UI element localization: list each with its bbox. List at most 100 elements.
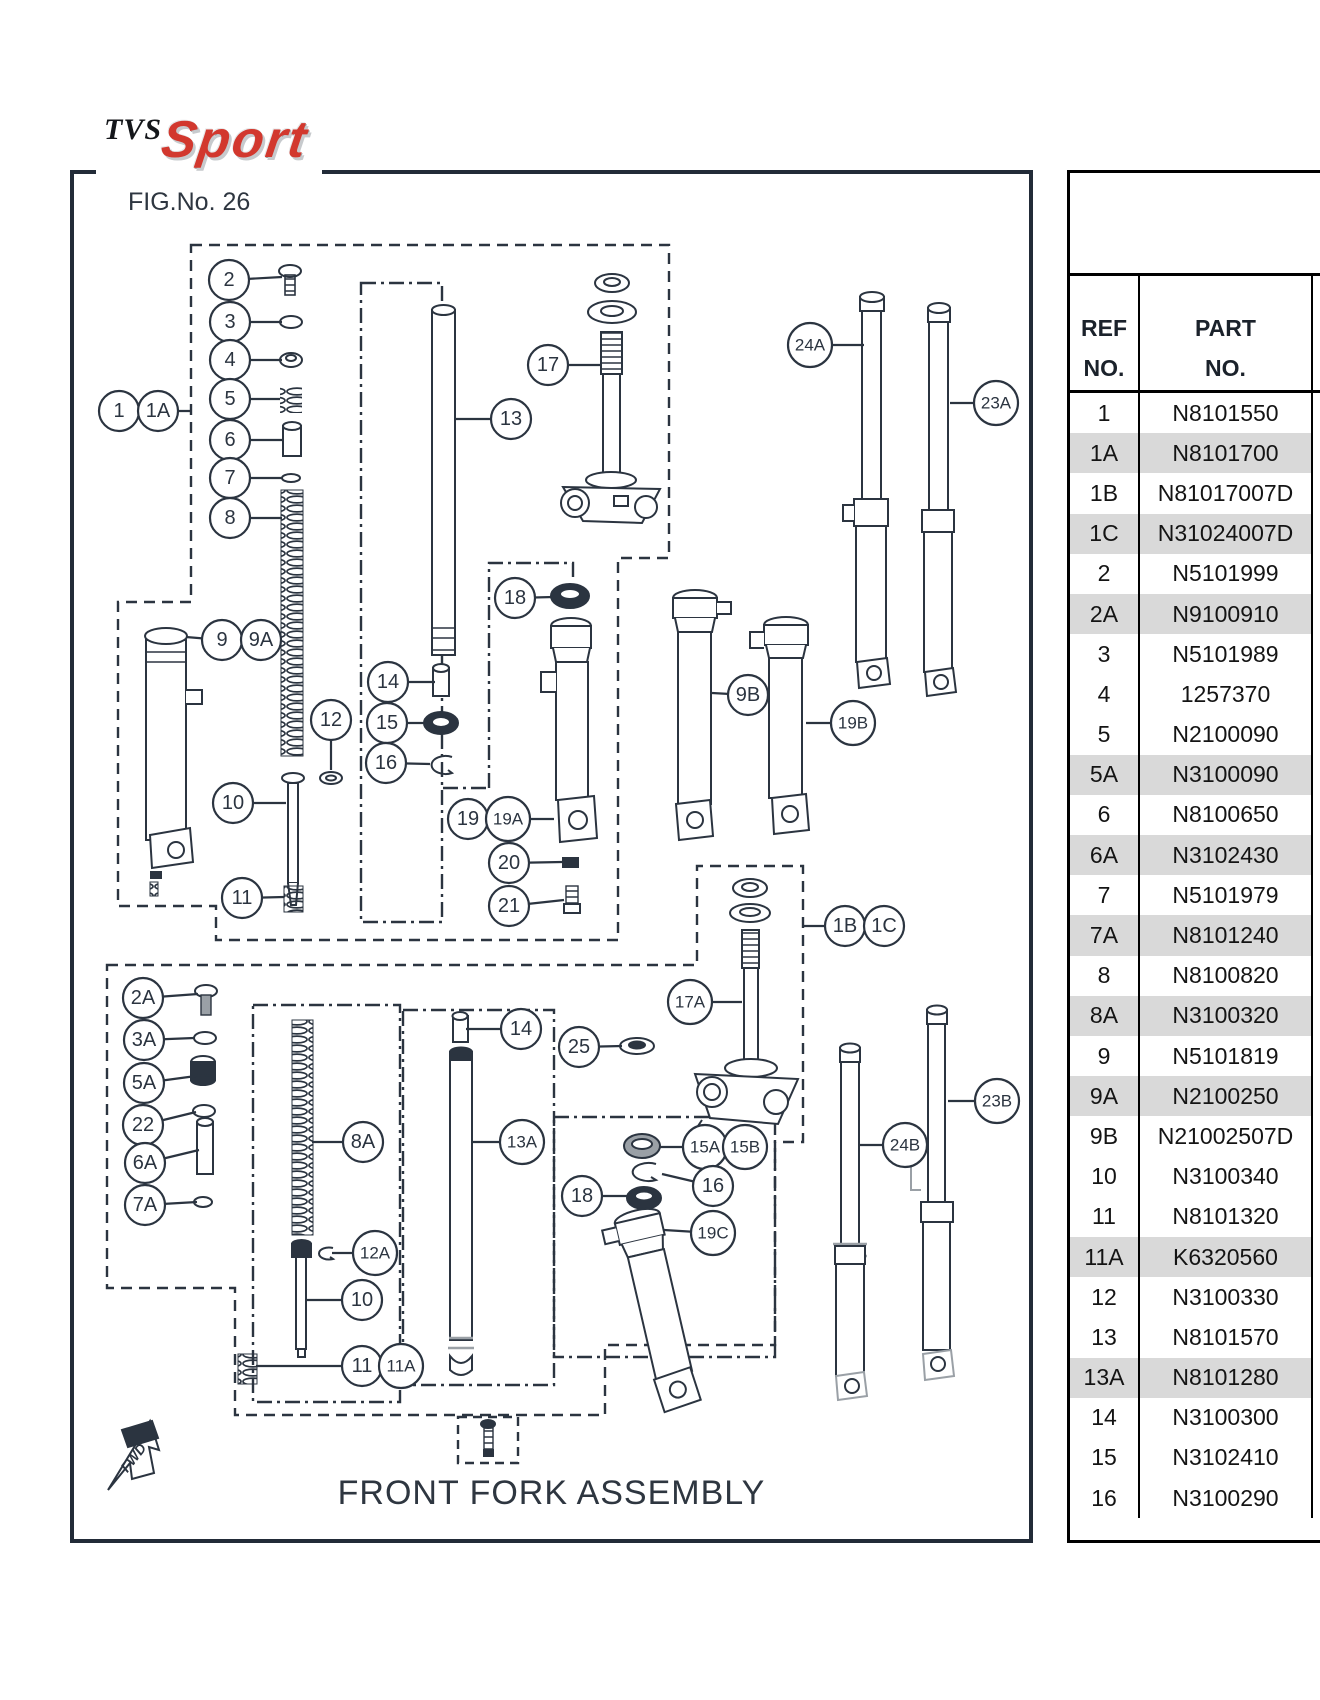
callout-circle: [220, 876, 264, 920]
callout-circle: [487, 841, 531, 885]
stub-cell: [1313, 1237, 1320, 1277]
part-washer-12: [319, 771, 343, 785]
ref-no-cell: 11A: [1070, 1236, 1140, 1278]
part-main-spring-8a: [291, 1019, 314, 1236]
callout-label: 15: [376, 712, 398, 734]
callout-label: 22: [132, 1114, 154, 1136]
part-bush-14: [432, 663, 450, 697]
callout-label: 15B: [730, 1138, 760, 1157]
part-bush-6a: [196, 1117, 214, 1175]
part-outer-tube-19c: [600, 1207, 702, 1414]
callout-label: 24A: [795, 336, 826, 355]
callout-label: 6A: [133, 1152, 158, 1174]
header-part-no: PART NO.: [1140, 276, 1313, 390]
header-stub-column: [1313, 276, 1320, 390]
callout-label: 6: [224, 429, 235, 451]
callout-label: 7: [224, 467, 235, 489]
part-no-cell: N2100090: [1140, 714, 1313, 755]
part-clip-16-lower: [631, 1162, 659, 1182]
callout-circle: [862, 904, 906, 948]
ref-no-cell: 14: [1070, 1397, 1140, 1438]
callout-14: 14: [366, 660, 435, 704]
parts-artwork: FWD: [107, 264, 958, 1491]
part-clip-16: [430, 755, 455, 775]
callout-circle: [136, 389, 180, 433]
part-washer-22: [192, 1104, 216, 1118]
diagram-frame: [70, 170, 1033, 1543]
part-no-cell: N8101280: [1140, 1357, 1313, 1398]
ref-no-cell: 6: [1070, 794, 1140, 836]
stub-cell: [1313, 1157, 1320, 1197]
ref-no-cell: 1C: [1070, 513, 1140, 554]
stub-cell: [1313, 1036, 1320, 1076]
part-no-cell: N3100300: [1140, 1397, 1313, 1438]
part-spring-seat-11-lower: [237, 1353, 258, 1385]
callout-circle: [340, 1278, 384, 1322]
part-no-cell: N5101819: [1140, 1036, 1313, 1077]
callout-label: 16: [702, 1175, 724, 1197]
part-no-cell: 1257370: [1140, 674, 1313, 715]
stub-cell: [1313, 1398, 1320, 1438]
part-bolt-2a: [194, 984, 218, 1016]
part-damper-rod-10-lower: [291, 1239, 312, 1358]
callout-5: 5: [208, 377, 280, 421]
callout-label: 23A: [981, 394, 1012, 413]
callout-label: 4: [224, 349, 235, 371]
callout-15a: 15A: [660, 1123, 729, 1171]
part-outer-tube-19b: [749, 616, 811, 836]
callout-12: 12: [309, 698, 353, 770]
part-no-cell: N8101240: [1140, 915, 1313, 956]
callout-label: 2A: [131, 987, 156, 1009]
callout-circle: [208, 496, 252, 540]
callout-label: 1A: [146, 400, 171, 422]
dashdot-box-tube-13a: [401, 1008, 556, 1387]
ref-no-cell: 8: [1070, 955, 1140, 996]
part-main-spring-8: [280, 489, 304, 757]
ref-no-cell: 1B: [1070, 473, 1140, 514]
stub-cell: [1313, 956, 1320, 996]
callout-label: 11A: [387, 1357, 417, 1376]
callout-circle: [364, 741, 408, 785]
stub-cell: [1313, 514, 1320, 554]
callout-12a: 12A: [332, 1229, 399, 1277]
callout-21: 21: [487, 884, 565, 928]
ref-no-cell: 10: [1070, 1156, 1140, 1197]
part-no-cell: N8101570: [1140, 1317, 1313, 1358]
callout-1b: 1B: [804, 904, 867, 948]
stub-cell: [1313, 755, 1320, 795]
callout-circle: [351, 1229, 399, 1277]
callout-circle: [487, 884, 531, 928]
callout-circle: [557, 1025, 601, 1069]
callout-label: 5: [224, 388, 235, 410]
part-no-cell: N3100320: [1140, 995, 1313, 1036]
ref-no-cell: 9A: [1070, 1076, 1140, 1117]
callout-5a: 5A: [122, 1061, 197, 1105]
part-cup-5a: [190, 1055, 216, 1086]
part-no-cell: N8100820: [1140, 955, 1313, 996]
callout-19a: 19A: [484, 795, 554, 843]
part-oil-seal-15a: [623, 1133, 661, 1159]
dashed-box-bolt: [456, 1415, 520, 1465]
part-no-cell: N81017007D: [1140, 473, 1313, 514]
part-circlip-7: [281, 473, 301, 483]
part-no-cell: N3100090: [1140, 754, 1313, 795]
callout-label: 2: [223, 269, 234, 291]
callout-13: 13: [455, 397, 533, 441]
callout-label: 9A: [249, 629, 274, 651]
callout-2: 2: [207, 258, 283, 302]
callout-17a: 17A: [666, 978, 742, 1026]
stub-cell: [1313, 1358, 1320, 1398]
ref-no-cell: 13: [1070, 1317, 1140, 1358]
figure-number-label: FIG.No. 26: [128, 188, 251, 216]
header-part-line2: NO.: [1205, 355, 1246, 381]
table-header-row: REF NO. PART NO.: [1070, 276, 1320, 393]
callout-label: 11: [232, 887, 253, 909]
stub-cell: [1313, 1317, 1320, 1357]
stub-cell: [1313, 473, 1320, 513]
